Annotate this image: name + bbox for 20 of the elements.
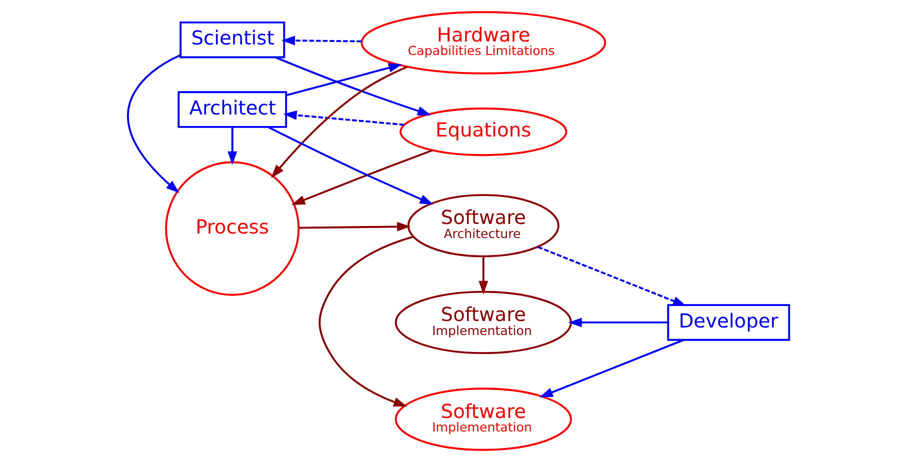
arrow bbox=[286, 63, 402, 96]
arrow bbox=[538, 246, 687, 306]
arrow bbox=[318, 236, 414, 407]
arrow bbox=[271, 66, 408, 178]
node-box: Developer bbox=[667, 304, 790, 341]
arrow bbox=[127, 54, 181, 194]
arrow bbox=[568, 318, 668, 328]
node-ellipse: Equations bbox=[400, 108, 568, 156]
arrow bbox=[539, 339, 684, 398]
arrow bbox=[292, 149, 433, 206]
arrow bbox=[298, 222, 411, 232]
arrow bbox=[228, 127, 238, 165]
arrow bbox=[274, 56, 432, 116]
arrow bbox=[478, 256, 488, 294]
arrow bbox=[268, 126, 434, 205]
node-ellipse: Software Implementation bbox=[394, 290, 572, 354]
arrow bbox=[283, 110, 404, 126]
node-box: Architect bbox=[178, 91, 288, 128]
node-box: Scientist bbox=[180, 21, 286, 58]
arrow bbox=[281, 36, 362, 46]
